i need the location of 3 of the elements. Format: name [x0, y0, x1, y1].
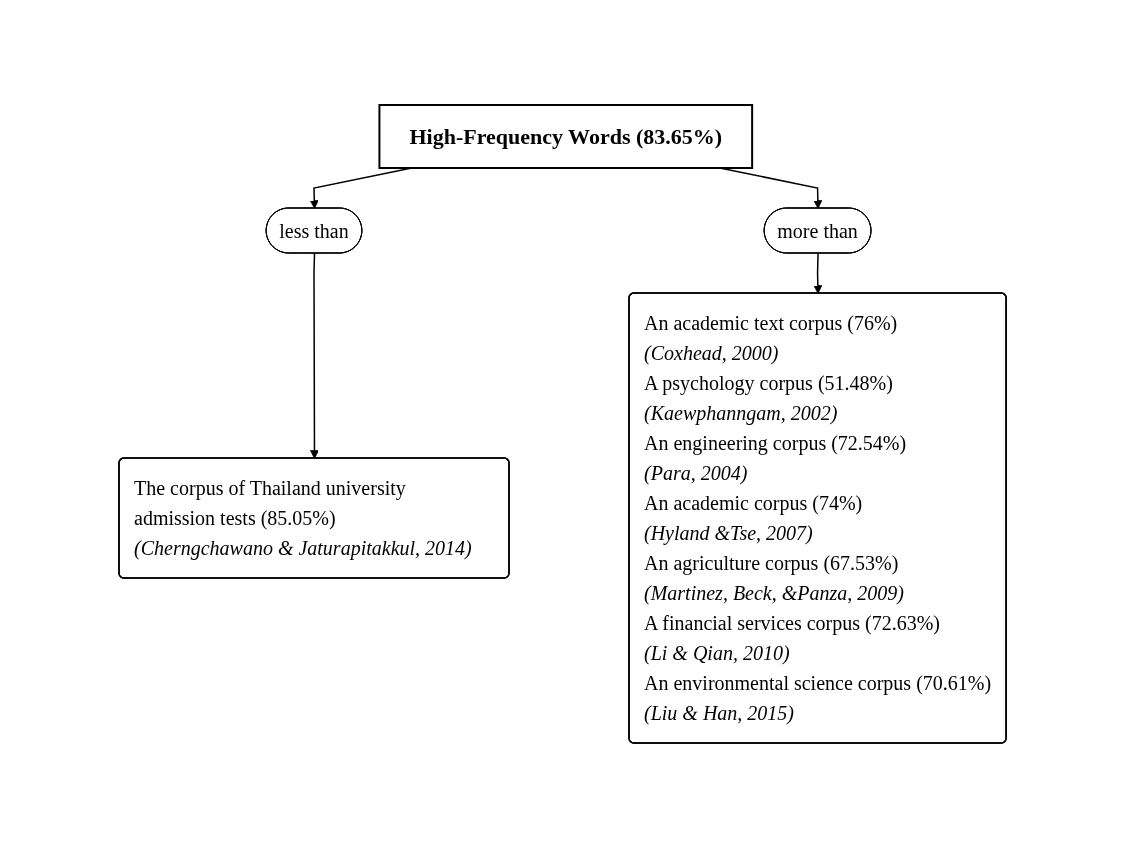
arrow — [310, 252, 320, 459]
node-box: High-Frequency Words (83.65%) — [378, 104, 754, 169]
arrow — [813, 252, 823, 294]
